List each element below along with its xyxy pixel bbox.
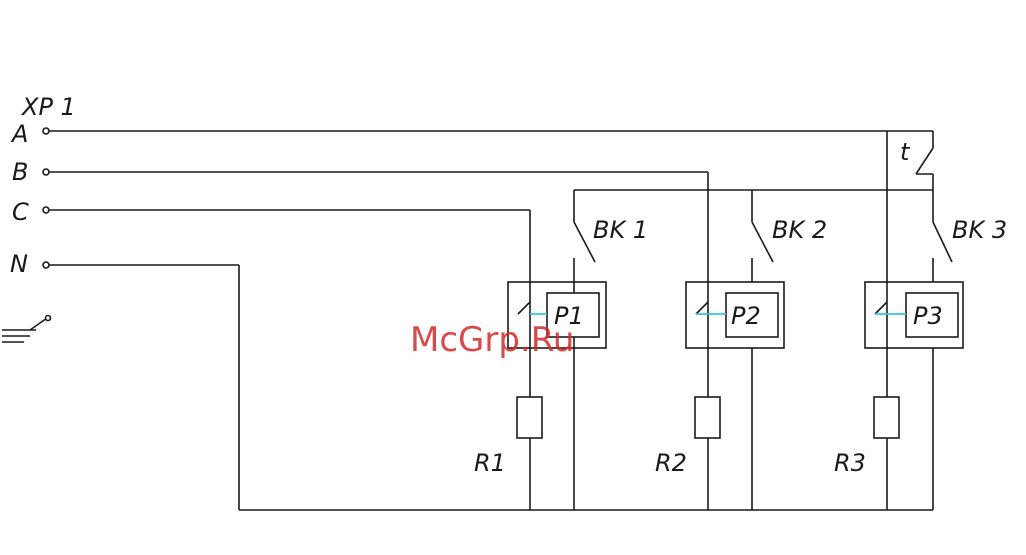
terminal-a: [43, 128, 49, 134]
resistor-r2: R2: [655, 397, 720, 477]
terminal-label-n: N: [10, 250, 28, 278]
thermostat-label: t: [900, 138, 911, 166]
terminal-label-b: B: [12, 158, 28, 186]
connector-label: XP 1: [20, 93, 76, 121]
watermark-text: McGrp.Ru: [410, 320, 574, 360]
thermostat-switch: t: [900, 138, 933, 190]
terminal-label-a: A: [10, 120, 28, 148]
relay-label-p2: P2: [731, 302, 761, 330]
switch-bk2: BK 2: [752, 190, 827, 510]
terminal-n: [43, 262, 49, 268]
switch-label-bk3: BK 3: [952, 216, 1007, 244]
phase-c-line: [49, 210, 530, 510]
switch-bk1: BK 1: [574, 190, 648, 510]
relay-p3: P3: [865, 282, 963, 348]
terminal-c: [43, 207, 49, 213]
switch-label-bk1: BK 1: [593, 216, 648, 244]
switch-bk3: BK 3: [933, 190, 1007, 510]
switch-label-bk2: BK 2: [772, 216, 827, 244]
resistor-r3: R3: [834, 397, 899, 477]
resistor-label-r1: R1: [474, 449, 506, 477]
relay-label-p3: P3: [913, 302, 943, 330]
terminal-b: [43, 169, 49, 175]
terminal-label-c: C: [12, 198, 29, 226]
relay-p2: P2: [686, 282, 784, 348]
ground-icon: [2, 316, 51, 343]
resistor-r1: R1: [474, 397, 542, 477]
resistor-label-r3: R3: [834, 449, 866, 477]
resistor-label-r2: R2: [655, 449, 687, 477]
